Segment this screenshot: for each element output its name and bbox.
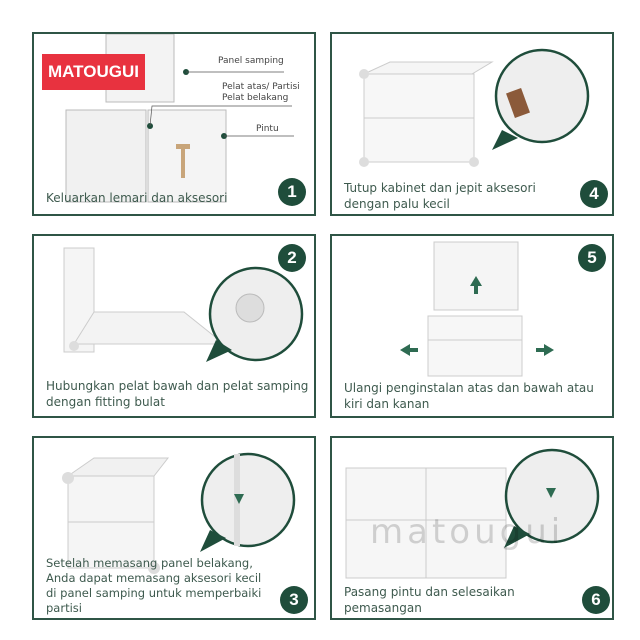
bottom-side-illustration [63,247,304,362]
step-4-panel: Tutup kabinet dan jepit aksesori dengan … [330,32,614,216]
finished-cabinet-illustration [345,448,600,579]
step-5-panel: 5 Ulangi penginstalan atas dan bawah ata… [330,234,614,418]
step-3-panel: Setelah memasang panel belakang, Anda da… [32,436,316,620]
step-6-panel: Pasang pintu dan selesaikan pemasangan 6 [330,436,614,620]
cabinet-illustration [359,48,590,167]
step-1-panel: MATOUGUI Panel samping Pelat atas/ Parti… [32,32,316,216]
step-caption: Setelah memasang panel belakang, Anda da… [46,556,262,615]
step-2-panel: 2 Hubungkan pelat bawah dan pelat sampin… [32,234,316,418]
label-side-panel: Panel samping [218,56,284,66]
step-caption: Keluarkan lemari dan aksesori [46,191,228,205]
watermark: matougui [370,512,565,552]
step-caption: Pasang pintu dan selesaikan pemasangan [344,585,515,615]
brand-logo: MATOUGUI [42,54,145,90]
step-number-badge: 3 [280,586,308,614]
label-door: Pintu [256,124,279,134]
step-number-badge: 5 [578,244,606,272]
panels-illustration [65,34,294,203]
step-number-badge: 6 [582,586,610,614]
step-number-badge: 1 [278,178,306,206]
expand-illustration [400,241,554,377]
step-number-badge: 4 [580,180,608,208]
label-top-plate: Pelat atas/ Partisi Pelat belakang [222,82,300,103]
step-caption: Tutup kabinet dan jepit aksesori dengan … [344,181,536,211]
step-caption: Ulangi penginstalan atas dan bawah atau … [344,381,594,411]
back-panel-illustration [62,452,296,574]
step-caption: Hubungkan pelat bawah dan pelat samping … [46,379,309,409]
step-number-badge: 2 [278,244,306,272]
